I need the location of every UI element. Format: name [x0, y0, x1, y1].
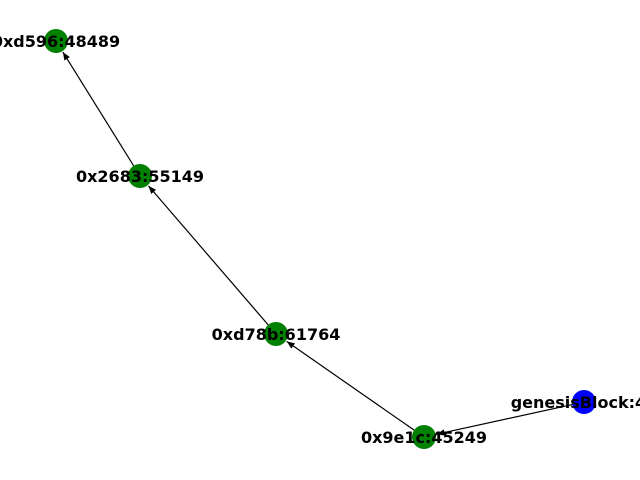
node-label-d78b: 0xd78b:61764 [212, 325, 341, 344]
node-label-genesis: genesisBlock:40 [511, 393, 640, 412]
edges-layer [62, 51, 573, 436]
node-d78b[interactable] [264, 322, 288, 346]
edge-2683-to-d596 [62, 51, 135, 167]
node-genesis[interactable] [572, 390, 596, 414]
nodes-layer [44, 29, 596, 449]
node-9e1c[interactable] [412, 425, 436, 449]
node-d596[interactable] [44, 29, 68, 53]
edge-d78b-to-2683 [148, 185, 269, 326]
edge-9e1c-to-d78b [286, 340, 415, 431]
node-label-9e1c: 0x9e1c:45249 [361, 428, 487, 447]
edge-genesis-to-9e1c [436, 403, 573, 436]
labels-layer: 0xd596:48489 0x2683:55149 0xd78b:61764 0x9e… [0, 32, 640, 447]
node-label-2683: 0x2683:55149 [76, 167, 204, 186]
node-label-d596: 0xd596:48489 [0, 32, 120, 51]
node-2683[interactable] [128, 164, 152, 188]
